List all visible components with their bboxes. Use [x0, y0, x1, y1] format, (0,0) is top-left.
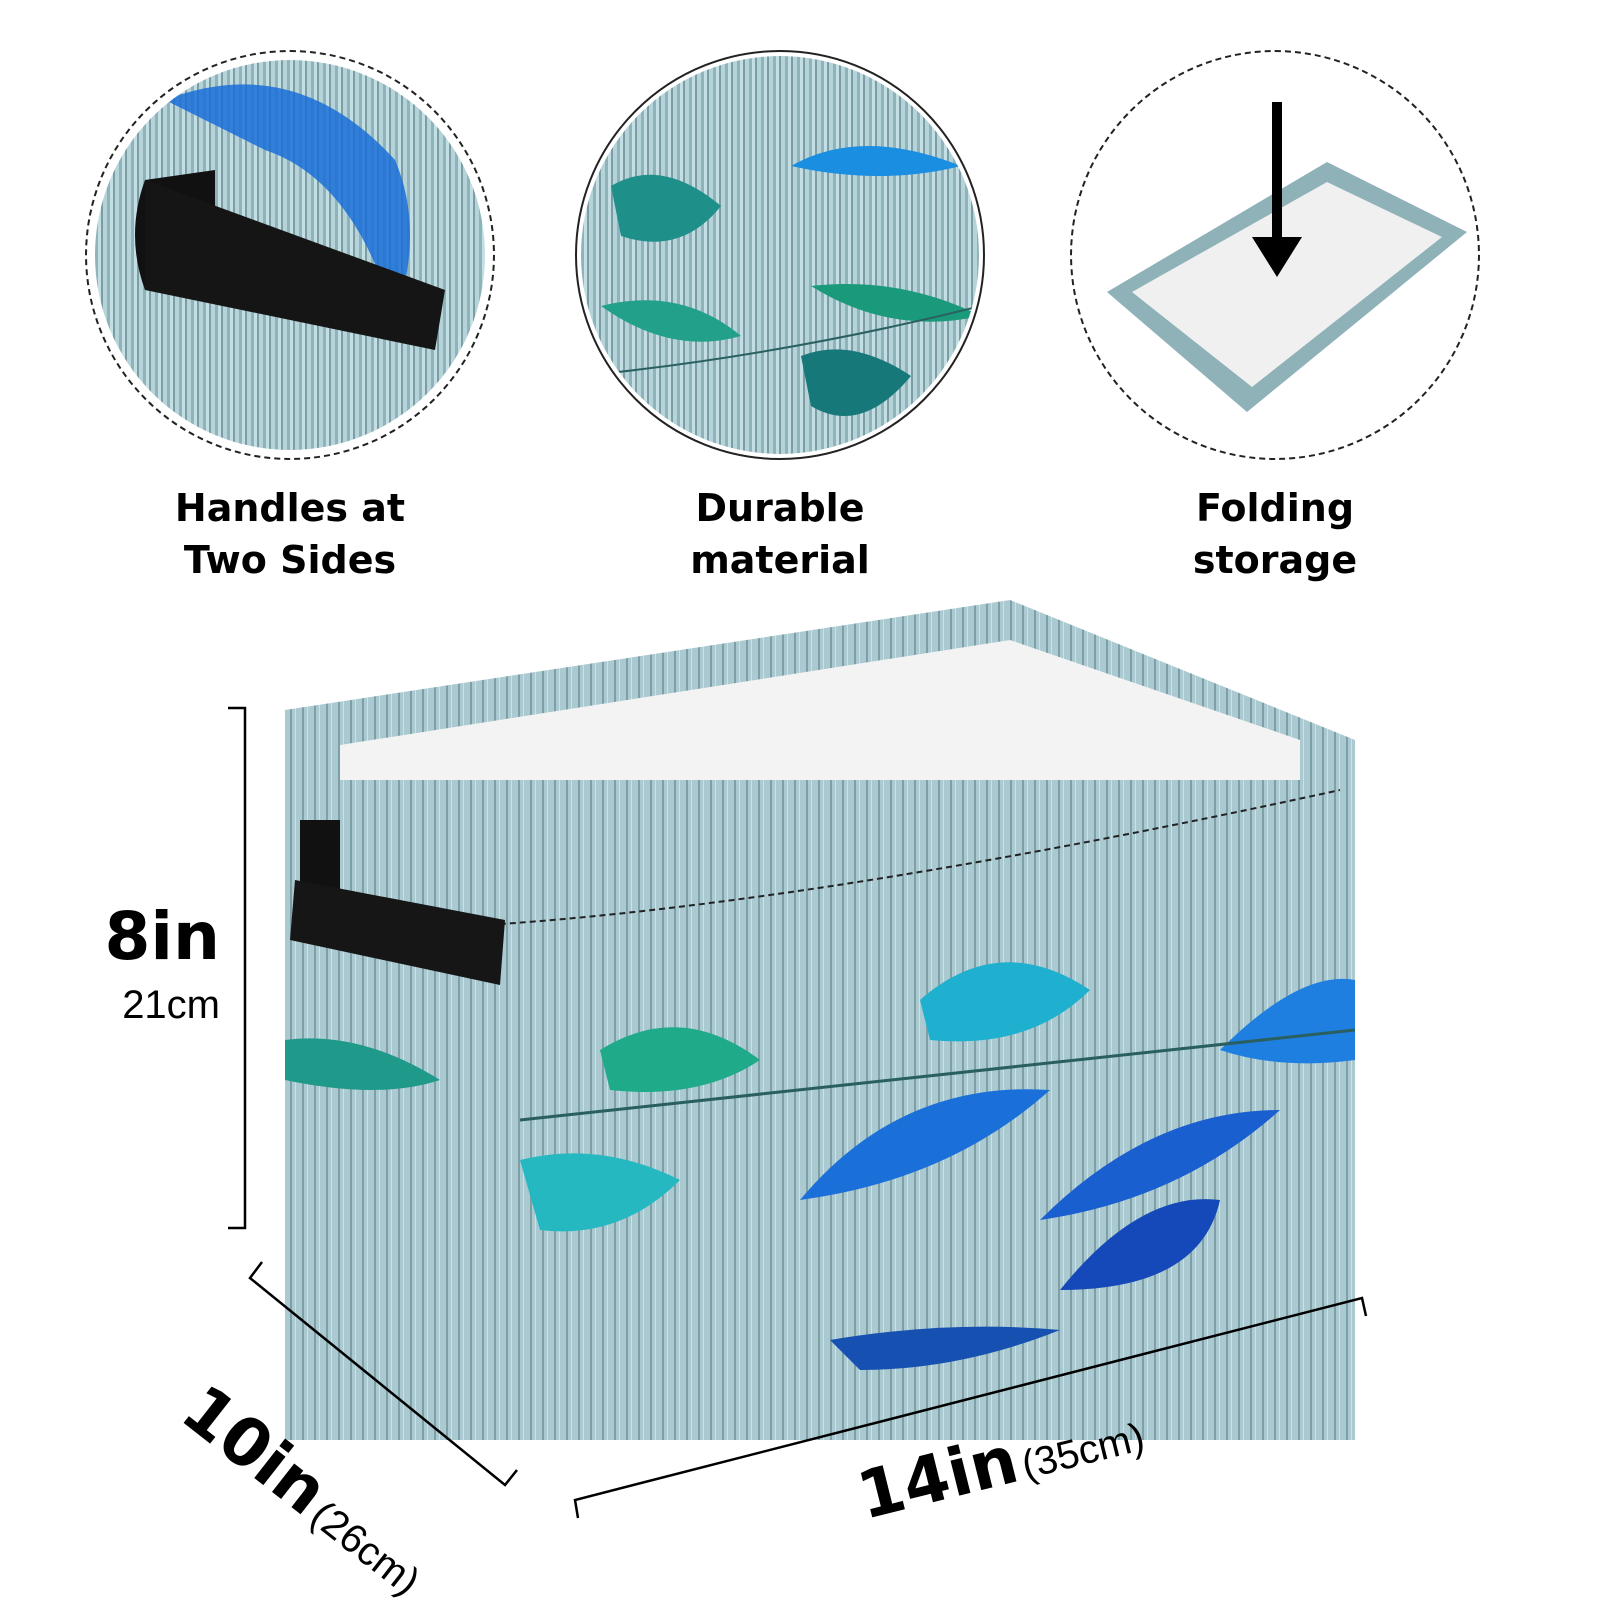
- fabric-texture: [95, 60, 485, 450]
- label-line: Handles at: [174, 486, 406, 530]
- folding-arrow-icon: [1252, 237, 1302, 277]
- handle-icon: [290, 820, 505, 985]
- label-line: material: [690, 538, 870, 582]
- feature-label-folding: Folding storage: [1095, 482, 1455, 586]
- height-cm: 21cm: [122, 983, 220, 1027]
- dimension-lines: [228, 706, 1368, 1519]
- handle-icon: [135, 84, 445, 350]
- height-inches: 8in: [104, 898, 220, 975]
- feature-circle-handles: [85, 50, 495, 460]
- folded-basket-image: [1107, 102, 1467, 412]
- fabric-icon: [581, 146, 979, 416]
- label-line: Durable: [695, 486, 865, 530]
- fabric-texture: [581, 56, 979, 454]
- label-line: Two Sides: [183, 538, 397, 582]
- feature-circle-material: [575, 50, 985, 460]
- label-line: storage: [1192, 538, 1358, 582]
- feature-circle-folding: [1070, 50, 1480, 460]
- feature-label-handles: Handles at Two Sides: [110, 482, 470, 586]
- label-line: Folding: [1195, 486, 1355, 530]
- feature-label-material: Durable material: [600, 482, 960, 586]
